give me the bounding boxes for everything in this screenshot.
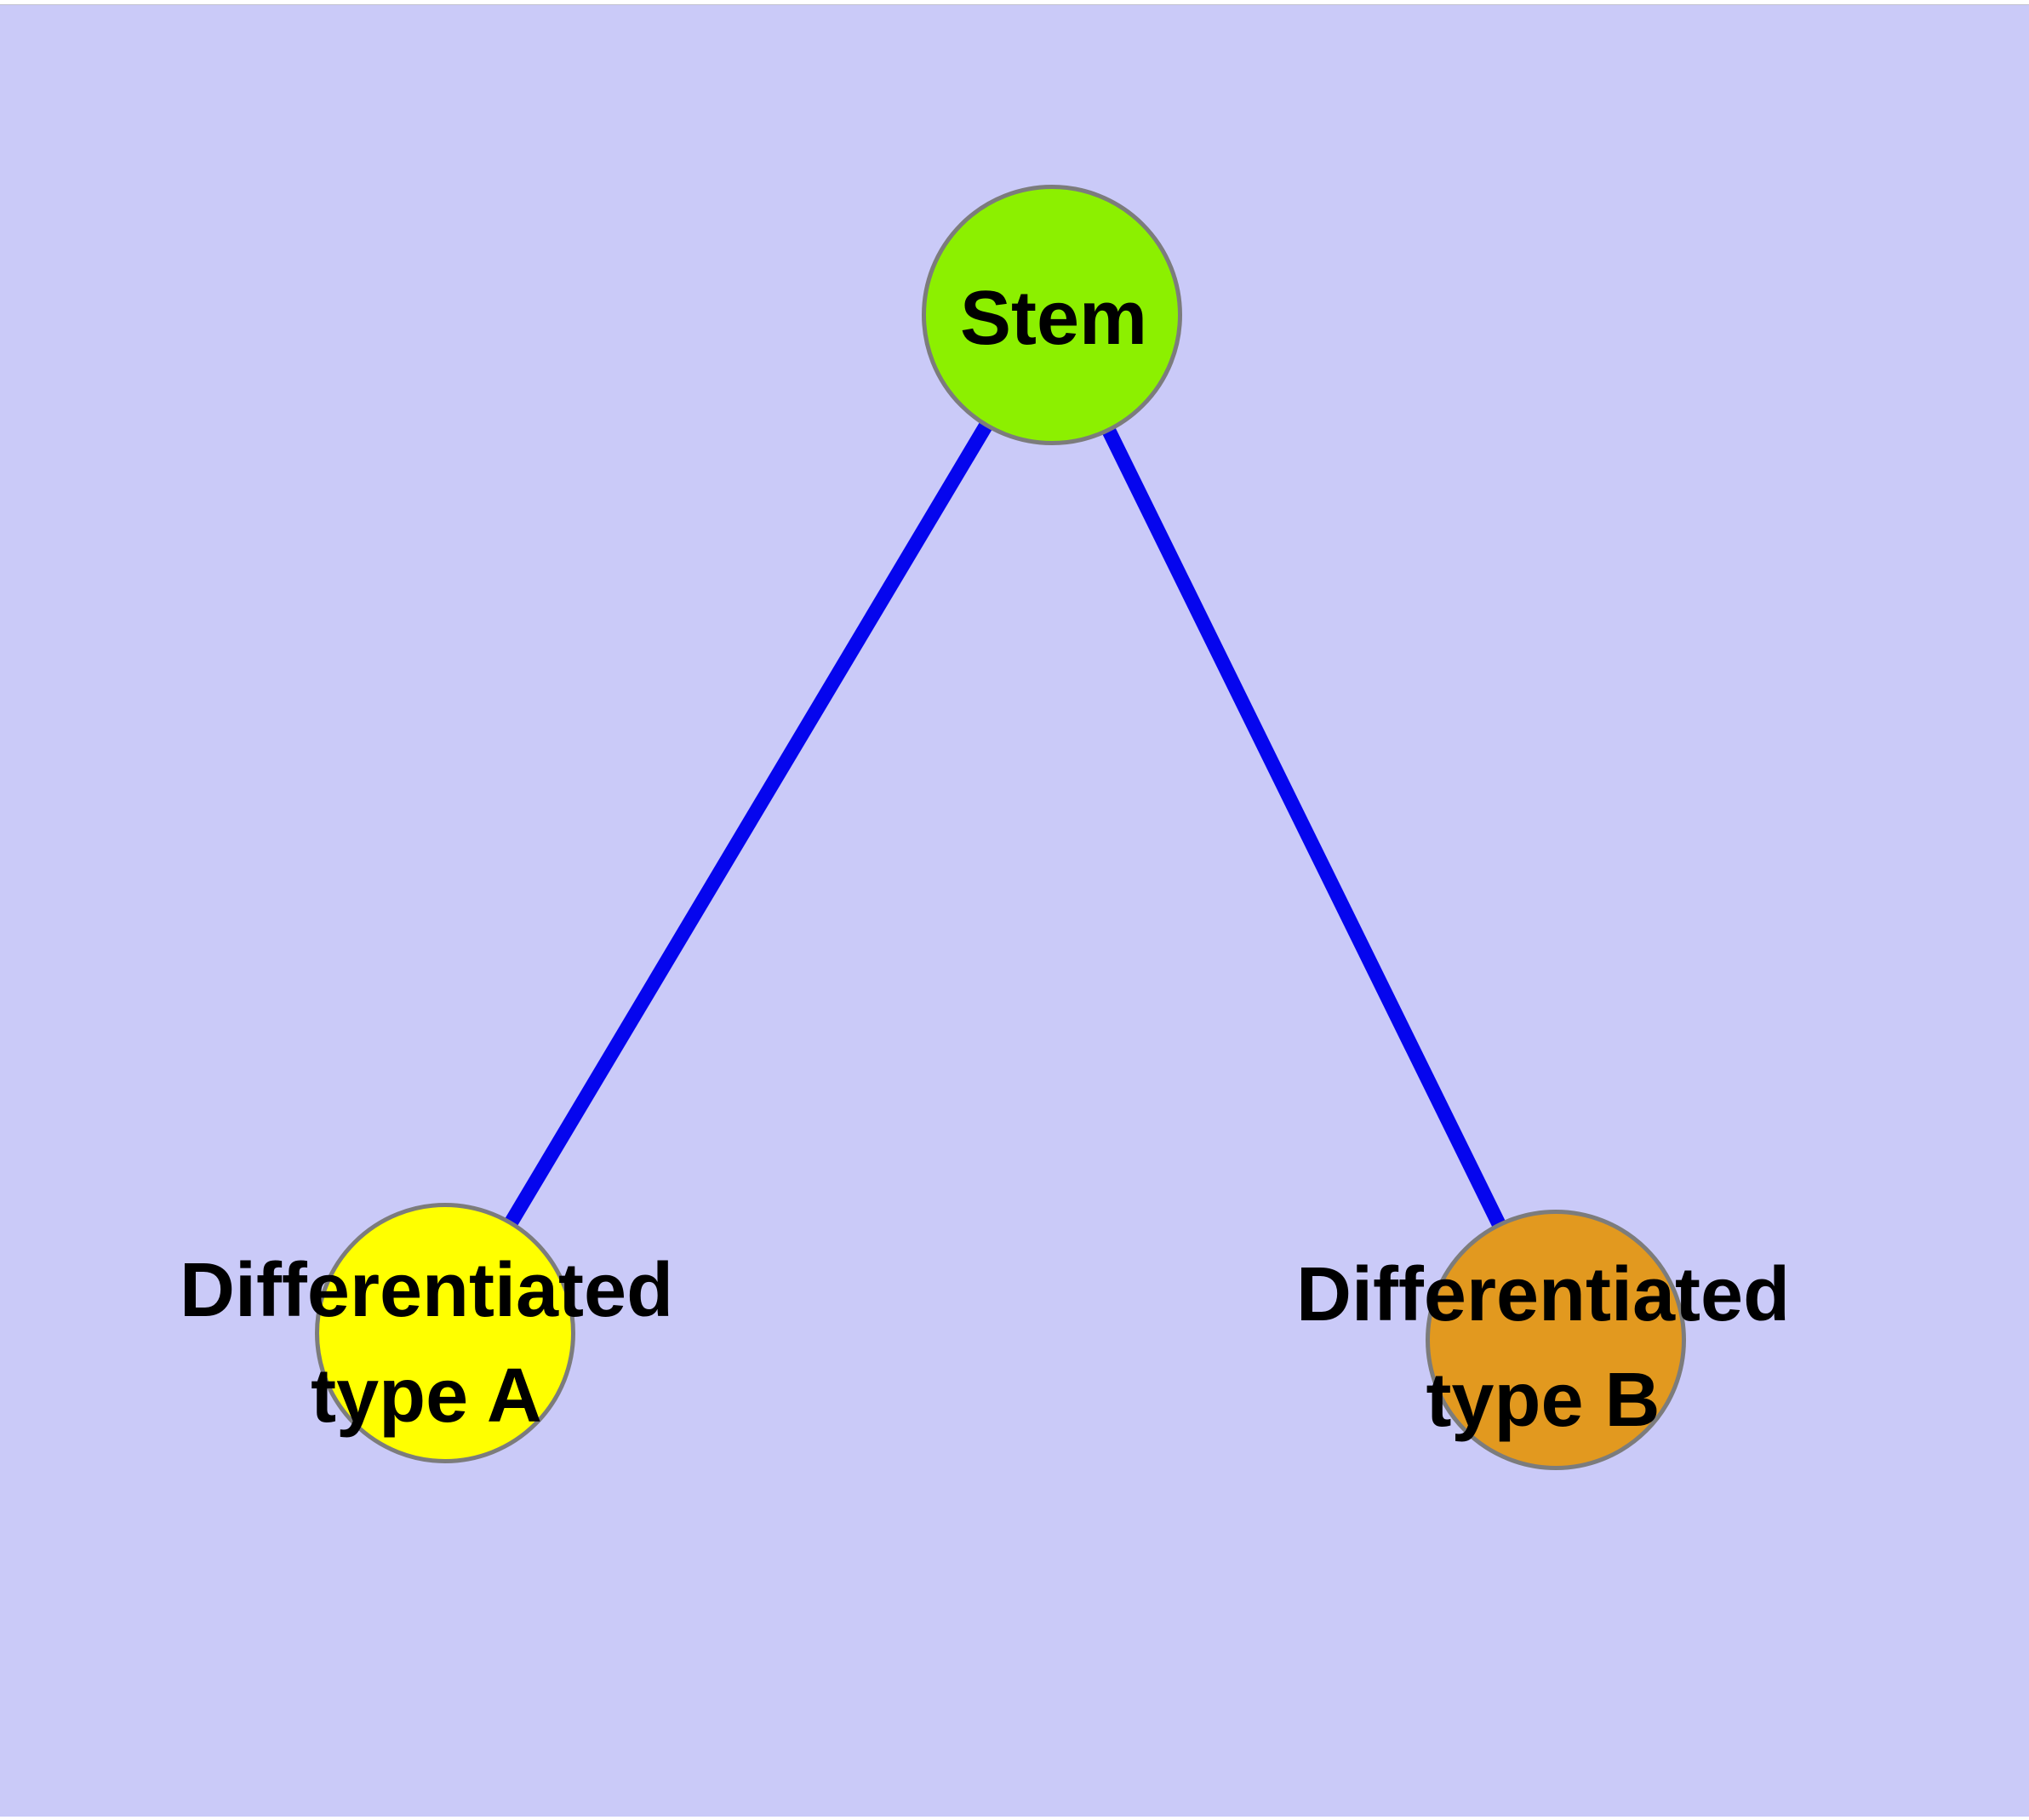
edge-stem-to-differentiated-type-b [1045,312,1563,1343]
node-differentiated-type-b [1426,1210,1686,1470]
node-differentiated-type-a [315,1203,575,1463]
node-label-differentiated-type-b: Differentiated type B [1295,1252,1791,1443]
node-label-differentiated-type-a: Differentiated type A [179,1248,674,1439]
node-stem [922,185,1182,445]
edge-stem-to-differentiated-type-a [438,311,1059,1337]
node-label-stem: Stem [959,276,1148,361]
